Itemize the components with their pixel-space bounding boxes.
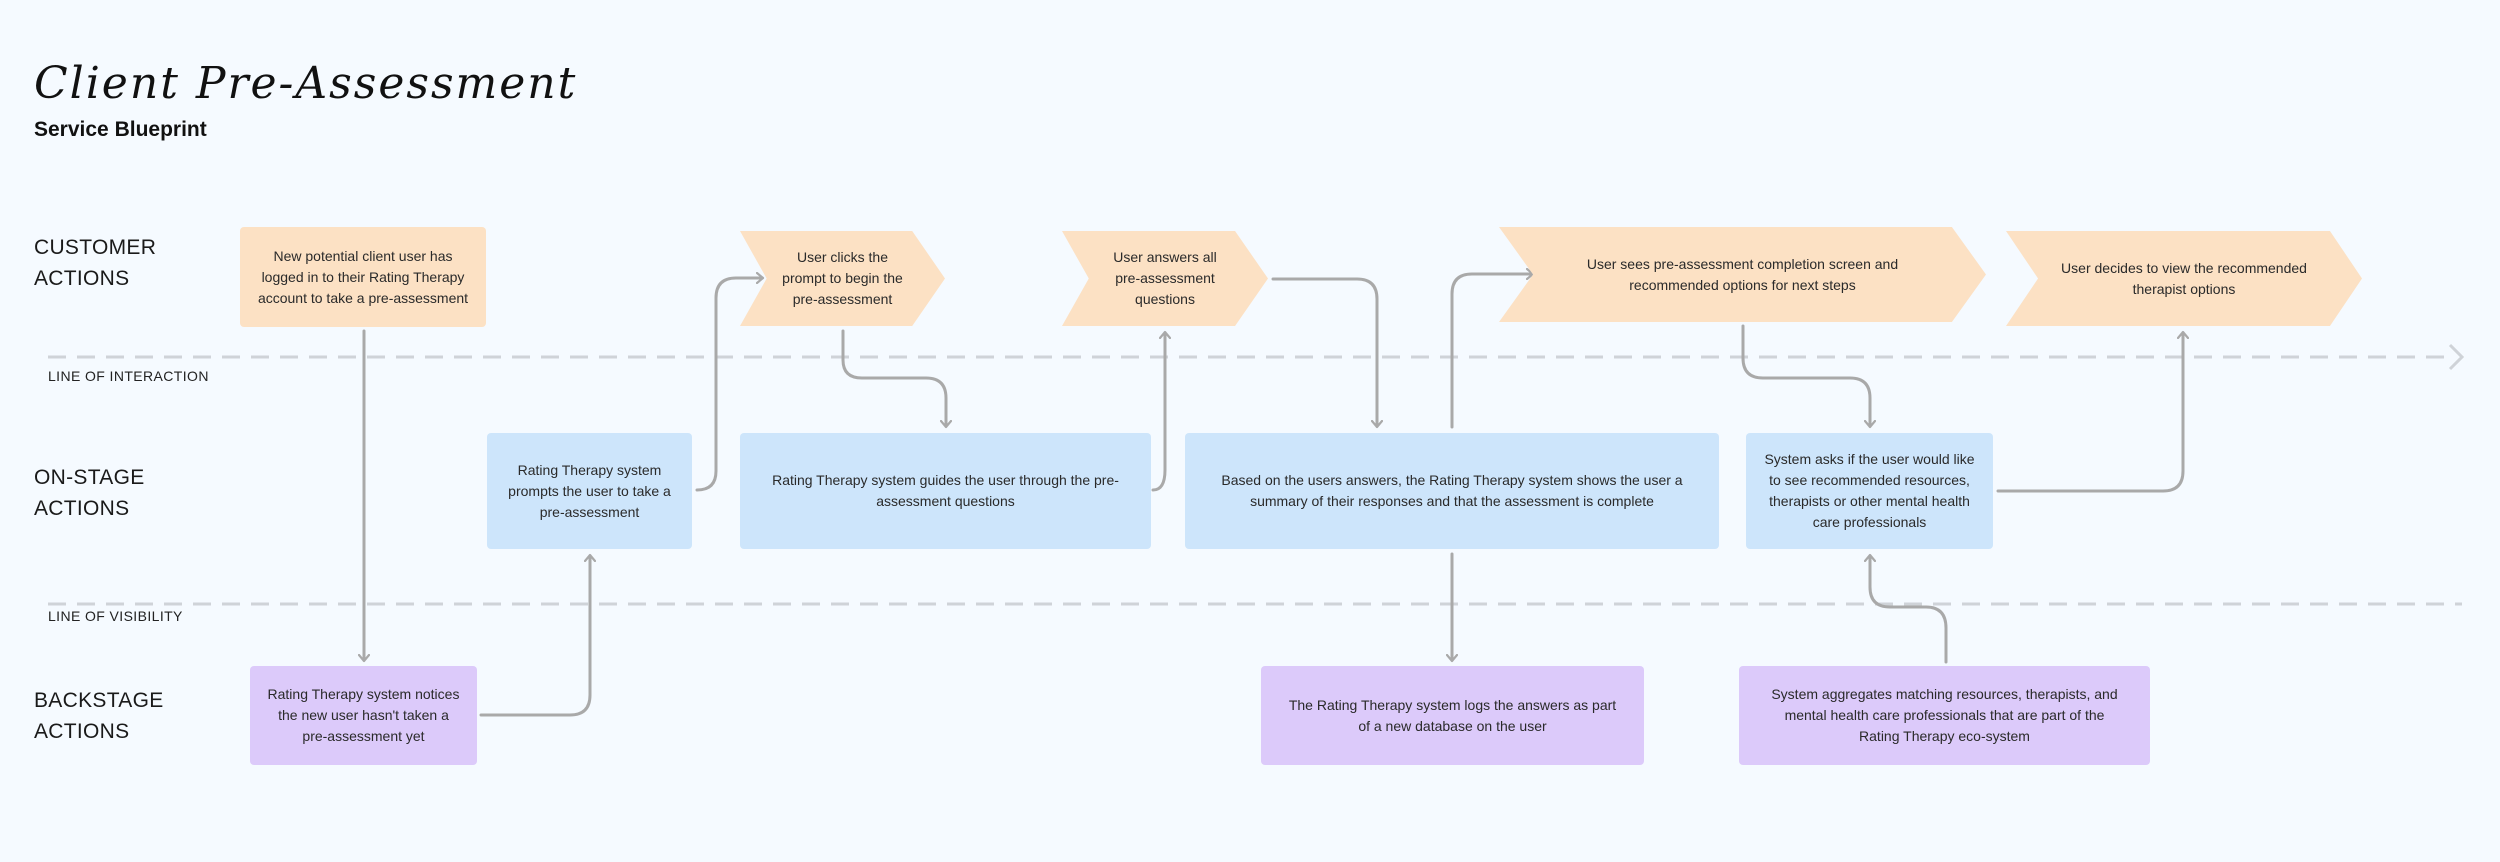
connector-c4-o4 — [1741, 324, 1870, 426]
onstage-action-1: Rating Therapy system prompts the user t… — [487, 433, 692, 549]
connector-o3-c4 — [1450, 274, 1532, 429]
onstage-action-4: System asks if the user would like to se… — [1746, 433, 1993, 549]
connector-b1-o1 — [479, 556, 590, 717]
connector-c3-o3 — [1271, 277, 1377, 426]
connector-o4-c5 — [1996, 333, 2183, 493]
line-of-visibility-label: LINE OF VISIBILITY — [48, 608, 183, 624]
connector-o2-c3 — [1151, 333, 1165, 492]
customer-action-3: User answers all pre-assessment question… — [1062, 231, 1268, 326]
lane-label-customer-actions: CUSTOMER ACTIONS — [34, 236, 157, 290]
connector-o1-c2 — [695, 278, 762, 492]
connector-c2-o2 — [841, 329, 946, 426]
onstage-action-3: Based on the users answers, the Rating T… — [1185, 433, 1719, 549]
connector-b3-o4 — [1870, 556, 1948, 664]
page-subtitle: Service Blueprint — [34, 118, 207, 141]
onstage-action-2: Rating Therapy system guides the user th… — [740, 433, 1151, 549]
lane-label-backstage-actions: BACKSTAGE ACTIONS — [34, 689, 164, 743]
customer-action-4: User sees pre-assessment completion scre… — [1499, 227, 1986, 322]
page-title: Client Pre-Assessment — [34, 58, 578, 109]
customer-action-1: New potential client user has logged in … — [240, 227, 486, 327]
backstage-action-1: Rating Therapy system notices the new us… — [250, 666, 477, 765]
lane-label-onstage-actions: ON-STAGE ACTIONS — [34, 466, 145, 520]
customer-action-5: User decides to view the recommended the… — [2006, 231, 2362, 326]
line-of-interaction-arrowhead — [2448, 343, 2465, 371]
customer-action-2: User clicks the prompt to begin the pre-… — [740, 231, 945, 326]
backstage-action-2: The Rating Therapy system logs the answe… — [1261, 666, 1644, 765]
line-of-interaction-label: LINE OF INTERACTION — [48, 368, 209, 384]
backstage-action-3: System aggregates matching resources, th… — [1739, 666, 2150, 765]
